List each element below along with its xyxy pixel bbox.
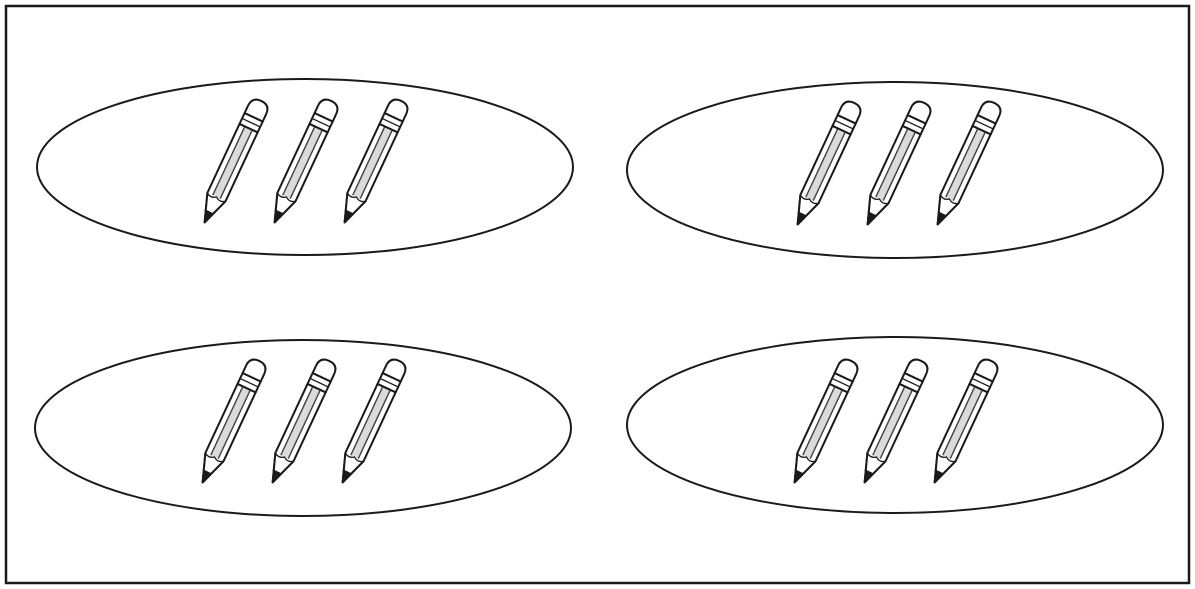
pencil-group bbox=[37, 79, 573, 255]
pencil-group bbox=[627, 337, 1163, 513]
pencil-group bbox=[35, 340, 571, 516]
pencil-group bbox=[627, 82, 1163, 258]
